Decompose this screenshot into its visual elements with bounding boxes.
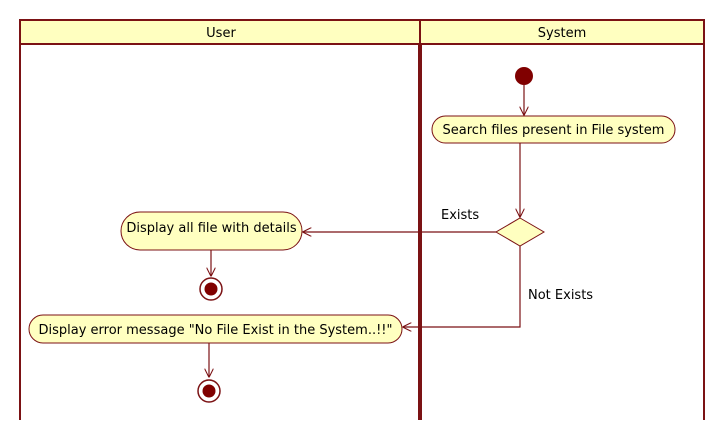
decision-node — [495, 217, 545, 247]
lane-title-user: User — [206, 26, 236, 41]
action-display-error: Display error message "No File Exist in … — [28, 314, 403, 344]
lane-title-system: System — [538, 26, 586, 41]
final-node-1 — [199, 277, 223, 301]
edge-not-exists — [403, 246, 521, 327]
action-display-error-label: Display error message "No File Exist in … — [38, 323, 392, 338]
action-search-files: Search files present in File system — [431, 115, 676, 144]
action-search-files-label: Search files present in File system — [443, 123, 665, 138]
guard-not-exists: Not Exists — [528, 288, 593, 303]
final-node-2 — [197, 379, 221, 403]
guard-exists: Exists — [441, 208, 479, 223]
lane-header-system-bg — [419, 19, 705, 45]
action-display-all-label: Display all file with details — [126, 221, 297, 236]
initial-node — [515, 67, 533, 85]
swimlane-frame: User System — [19, 19, 705, 420]
lane-header-user-bg — [19, 19, 421, 45]
action-display-all: Display all file with details — [120, 211, 303, 251]
